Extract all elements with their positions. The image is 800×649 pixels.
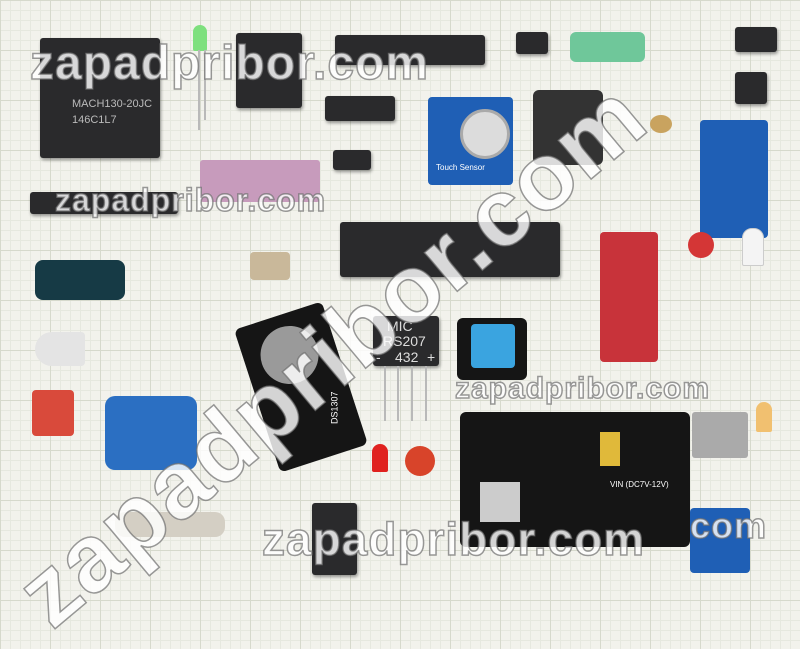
metal-transistor (650, 115, 672, 133)
power-module-label: VIN (DC7V-12V) (610, 480, 669, 489)
red-capacitor (688, 232, 714, 258)
rectifier-model: RS207 (383, 333, 426, 349)
sd-card-module (690, 508, 750, 573)
watermark-bottom-right: com (689, 504, 768, 547)
watermark-bottom: zapadpribor.com (261, 512, 646, 566)
white-led (35, 332, 85, 366)
rectifier-code: 432 (395, 349, 419, 365)
touch-sensor-module: Touch Sensor (428, 97, 513, 185)
humidity-sensor-module (457, 318, 527, 380)
green-capacitor (570, 32, 645, 62)
yellow-led (756, 402, 772, 432)
breadboard-power-module: VIN (DC7V-12V) (460, 412, 690, 547)
watermark-right-middle: zapadpribor.com (454, 371, 711, 406)
rectifier-plus: + (427, 349, 436, 365)
soic-chip (333, 150, 371, 170)
rectifier-brand: MIC (387, 318, 413, 334)
dip-socket (236, 33, 302, 108)
red-led (372, 444, 388, 472)
chip-label-line2: 146C1L7 (72, 114, 117, 126)
red-varistor (32, 390, 74, 436)
dip-chip-long (335, 35, 485, 65)
red-sensor-module (600, 232, 658, 362)
watermark-top: zapadpribor.com (29, 36, 430, 91)
chip-label-line1: MACH130-20JC (72, 98, 153, 110)
green-led (193, 25, 207, 51)
gyro-module (700, 120, 768, 238)
rectifier-minus: - (376, 349, 381, 365)
blue-electrolytic-capacitor (105, 396, 197, 470)
red-disc-capacitor (405, 446, 435, 476)
ceramic-chip (200, 160, 320, 202)
electrolytic-capacitor (35, 260, 125, 300)
chip-socket-module (533, 90, 603, 165)
clear-led (742, 228, 764, 266)
dip-chip-40 (340, 222, 560, 277)
bridge-rectifier: MIC RS207 - 432 + (373, 316, 439, 366)
transistor-small (735, 27, 777, 52)
axial-capacitor (115, 512, 225, 537)
touch-sensor-label: Touch Sensor (436, 163, 485, 172)
plcc-chip: MACH130-20JC 146C1L7 (40, 38, 160, 158)
seven-segment-display (312, 503, 357, 575)
crystal-component (250, 252, 290, 280)
soic-chip (735, 72, 767, 104)
metal-flatpack-chip (692, 412, 748, 458)
watermark-left-middle: zapadpribor.com (54, 181, 327, 219)
pin-header (30, 192, 178, 214)
soic-chip (516, 32, 548, 54)
soic-chip (325, 96, 395, 121)
